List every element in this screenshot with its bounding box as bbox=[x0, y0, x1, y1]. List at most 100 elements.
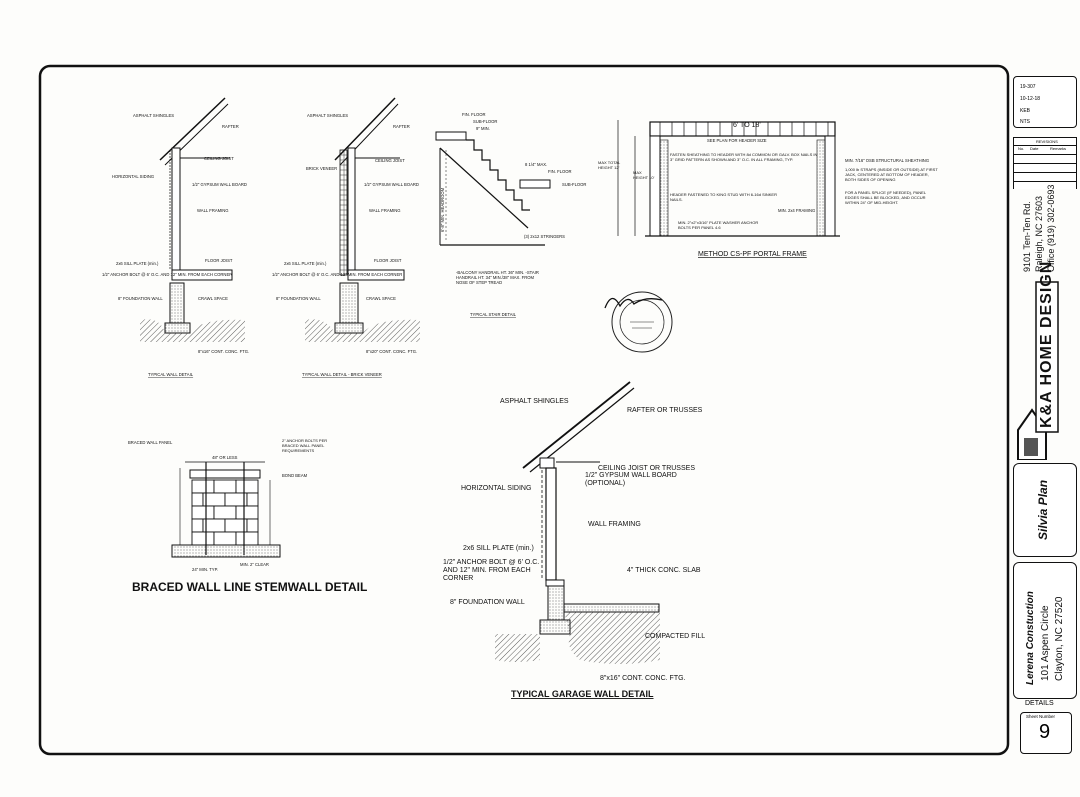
label-riser: 8 1/4" MAX. bbox=[525, 162, 547, 167]
label-anchor-2: 1/2" ANCHOR BOLT @ 6' O.C. AND 12" MIN. … bbox=[272, 272, 402, 277]
label-portal-sheathing-min: MIN. 7/16" OSB STRUCTURAL SHEATHING bbox=[845, 158, 929, 163]
label-portal-header-fasten: HEADER FASTENED TO KING STUD WITH 6-16d … bbox=[670, 192, 777, 202]
label-garage-ceiling: CEILING JOIST OR TRUSSES bbox=[598, 465, 695, 472]
label-portal-header: SEE PLAN FOR HEADER SIZE bbox=[707, 138, 767, 143]
sheet-number-box: Sheet Number 9 bbox=[1020, 712, 1072, 754]
label-garage-foundation: 8" FOUNDATION WALL bbox=[450, 599, 525, 606]
garage-wall-detail: ASPHALT SHINGLES RAFTER OR TRUSSES CEILI… bbox=[443, 381, 705, 699]
engineer-seal bbox=[604, 291, 673, 353]
label-crawl-1: CRAWL SPACE bbox=[198, 296, 228, 301]
caption-stair: TYPICAL STAIR DETAIL bbox=[470, 312, 517, 317]
label-sub-floor-top: SUB-FLOOR bbox=[473, 119, 497, 124]
label-floor-joist-2: FLOOR JOIST bbox=[374, 258, 402, 263]
revisions-col-remarks: Remarks bbox=[1050, 146, 1067, 151]
label-rafter-2: RAFTER bbox=[393, 124, 410, 129]
info-row-drawn: KEB bbox=[1020, 108, 1031, 114]
plan-name-box: Silvia Plan bbox=[1013, 463, 1077, 557]
site-address-2: Clayton, NC 27520 bbox=[1054, 596, 1065, 682]
label-portal-straps: 1,000 lb STRAPS (INSIDE OR OUTSIDE) AT F… bbox=[845, 167, 938, 182]
info-row-job: 19-307 bbox=[1020, 84, 1036, 90]
label-rafter-1: RAFTER bbox=[222, 124, 239, 129]
revisions-table: REVISIONS No. Date Remarks bbox=[1013, 137, 1077, 189]
label-portal-span: 6' TO 18' bbox=[733, 122, 761, 129]
caption-garage: TYPICAL GARAGE WALL DETAIL bbox=[511, 689, 654, 699]
brick-veneer-wall-detail: ASPHALT SHINGLES RAFTER CEILING JOIST BR… bbox=[272, 97, 420, 377]
label-portal-sheathing: FASTEN SHEATHING TO HEADER WITH 8d COMMO… bbox=[670, 152, 818, 162]
sheet-number-label: Sheet Number bbox=[1026, 714, 1056, 719]
sheet-number: 9 bbox=[1039, 721, 1051, 743]
label-framing-2: WALL FRAMING bbox=[369, 208, 401, 213]
info-row-scale: NTS bbox=[1020, 119, 1030, 125]
typical-wall-detail: ASPHALT SHINGLES RAFTER CEILING JOIST HO… bbox=[102, 97, 249, 377]
label-gypsum-1: 1/2" GYPSUM WALL BOARD bbox=[192, 182, 247, 187]
caption-brick-wall: TYPICAL WALL DETAIL - BRICK VENEER bbox=[302, 372, 382, 377]
caption-typical-wall: TYPICAL WALL DETAIL bbox=[148, 372, 194, 377]
label-portal-min-framing: MIN. 2x4 FRAMING bbox=[778, 208, 815, 213]
revisions-header: REVISIONS bbox=[1036, 139, 1058, 144]
label-tread: 9" MIN. bbox=[476, 126, 490, 131]
label-braced-width: 48" OR LESS bbox=[212, 455, 238, 460]
label-garage-rafter: RAFTER OR TRUSSES bbox=[627, 407, 703, 414]
label-braced-min: 24" MIN. TYP. bbox=[192, 567, 218, 572]
label-foundation-2: 8" FOUNDATION WALL bbox=[276, 296, 321, 301]
label-garage-sill: 2x6 SILL PLATE (min.) bbox=[463, 545, 534, 552]
revisions-col-date: Date bbox=[1030, 146, 1039, 151]
label-sub-floor: SUB-FLOOR bbox=[562, 182, 586, 187]
label-brick-2: BRICK VENEER bbox=[306, 166, 337, 171]
cmu-blocks bbox=[191, 479, 259, 546]
label-fin-floor-top: FIN. FLOOR bbox=[462, 112, 486, 117]
plan-name: Silvia Plan bbox=[1036, 479, 1050, 540]
site-address-1: 101 Aspen Circle bbox=[1040, 605, 1051, 681]
label-garage-slab: 4" THICK CONC. SLAB bbox=[627, 567, 701, 574]
label-footing-2: 8"x20" CONT. CONC. FTG. bbox=[366, 349, 417, 354]
builder-box: Lerena Constuction 101 Aspen Circle Clay… bbox=[1013, 562, 1077, 699]
portal-frame-detail: 6' TO 18' SEE PLAN FOR HEADER SIZE FASTE… bbox=[598, 120, 938, 258]
sheet-border bbox=[38, 64, 1010, 756]
label-portal-height: MAX TOTAL HEIGHT 12' bbox=[598, 160, 621, 170]
label-asphalt-2: ASPHALT SHINGLES bbox=[307, 113, 348, 118]
caption-braced: BRACED WALL LINE STEMWALL DETAIL bbox=[132, 580, 367, 594]
label-asphalt-1: ASPHALT SHINGLES bbox=[133, 113, 174, 118]
label-ceiling-joist-1: CEILING JOIST bbox=[204, 156, 234, 161]
label-floor-joist-1: FLOOR JOIST bbox=[205, 258, 233, 263]
label-crawl-2: CRAWL SPACE bbox=[366, 296, 396, 301]
label-braced-bond-beam: BOND BEAM bbox=[282, 473, 308, 478]
label-foundation-1: 8" FOUNDATION WALL bbox=[118, 296, 163, 301]
designer-address-3: Office (919) 302-0693 bbox=[1046, 184, 1056, 272]
revisions-col-no: No. bbox=[1018, 146, 1025, 151]
label-gypsum-2: 1/2" GYPSUM WALL BOARD bbox=[364, 182, 419, 187]
info-box: 19-307 10-12-18 KEB NTS bbox=[1013, 76, 1077, 128]
info-row-date: 10-12-18 bbox=[1020, 96, 1041, 102]
designer-logo-text: K&A HOME DESIGN bbox=[1038, 260, 1055, 428]
label-siding-1: HORIZONTAL SIDING bbox=[112, 174, 154, 179]
label-anchor-1: 1/2" ANCHOR BOLT @ 6' O.C. AND 12" MIN. … bbox=[102, 272, 232, 277]
label-garage-gypsum: 1/2" GYPSUM WALL BOARD (OPTIONAL) bbox=[585, 472, 677, 487]
designer-address-1: 9101 Ten-Ten Rd. bbox=[1022, 201, 1032, 272]
label-portal-splice: FOR A PANEL SPLICE (IF NEEDED), PANEL ED… bbox=[845, 190, 926, 205]
caption-portal: METHOD CS-PF PORTAL FRAME bbox=[698, 251, 807, 258]
label-sill-1: 2x6 SILL PLATE (min.) bbox=[116, 261, 159, 266]
braced-wall-detail: 48" OR LESS BRACED WALL PANEL 2" ANCHOR … bbox=[128, 438, 367, 594]
label-braced-footing: MIN. 2" CLEAR bbox=[240, 562, 269, 567]
designer-logo: K&A HOME DESIGN bbox=[1014, 261, 1076, 461]
label-garage-asphalt: ASPHALT SHINGLES bbox=[500, 398, 569, 405]
stair-detail: FIN. FLOOR SUB-FLOOR 9" MIN. 8 1/4" MAX.… bbox=[435, 112, 586, 317]
label-footing-1: 8"x16" CONT. CONC. FTG. bbox=[198, 349, 249, 354]
label-garage-framing: WALL FRAMING bbox=[588, 521, 641, 528]
label-garage-siding: HORIZONTAL SIDING bbox=[461, 485, 531, 492]
label-ceiling-joist-2: CEILING JOIST bbox=[375, 158, 405, 163]
label-stringers: (3) 2x12 STRINGERS bbox=[524, 234, 565, 239]
label-headroom: 6'-8" MIN. HEADROOM bbox=[440, 187, 445, 232]
label-fin-floor: FIN. FLOOR bbox=[548, 169, 572, 174]
label-stair-note: -BALCONY HANDRAIL HT. 36" MIN. -STAIR HA… bbox=[456, 270, 539, 285]
label-braced-bolts: 2" ANCHOR BOLTS PER BRACED WALL PANEL RE… bbox=[282, 438, 328, 453]
label-garage-fill: COMPACTED FILL bbox=[645, 633, 705, 640]
label-garage-footing: 8"x16" CONT. CONC. FTG. bbox=[600, 675, 686, 682]
label-braced-panel: BRACED WALL PANEL bbox=[128, 440, 173, 445]
builder-name: Lerena Constuction bbox=[1025, 591, 1036, 685]
label-sill-2: 2x6 SILL PLATE (min.) bbox=[284, 261, 327, 266]
label-garage-anchor: 1/2" ANCHOR BOLT @ 6' O.C. AND 12" MIN. … bbox=[443, 559, 540, 582]
label-framing-1: WALL FRAMING bbox=[197, 208, 229, 213]
sheet-label: DETAILS bbox=[1025, 700, 1054, 707]
